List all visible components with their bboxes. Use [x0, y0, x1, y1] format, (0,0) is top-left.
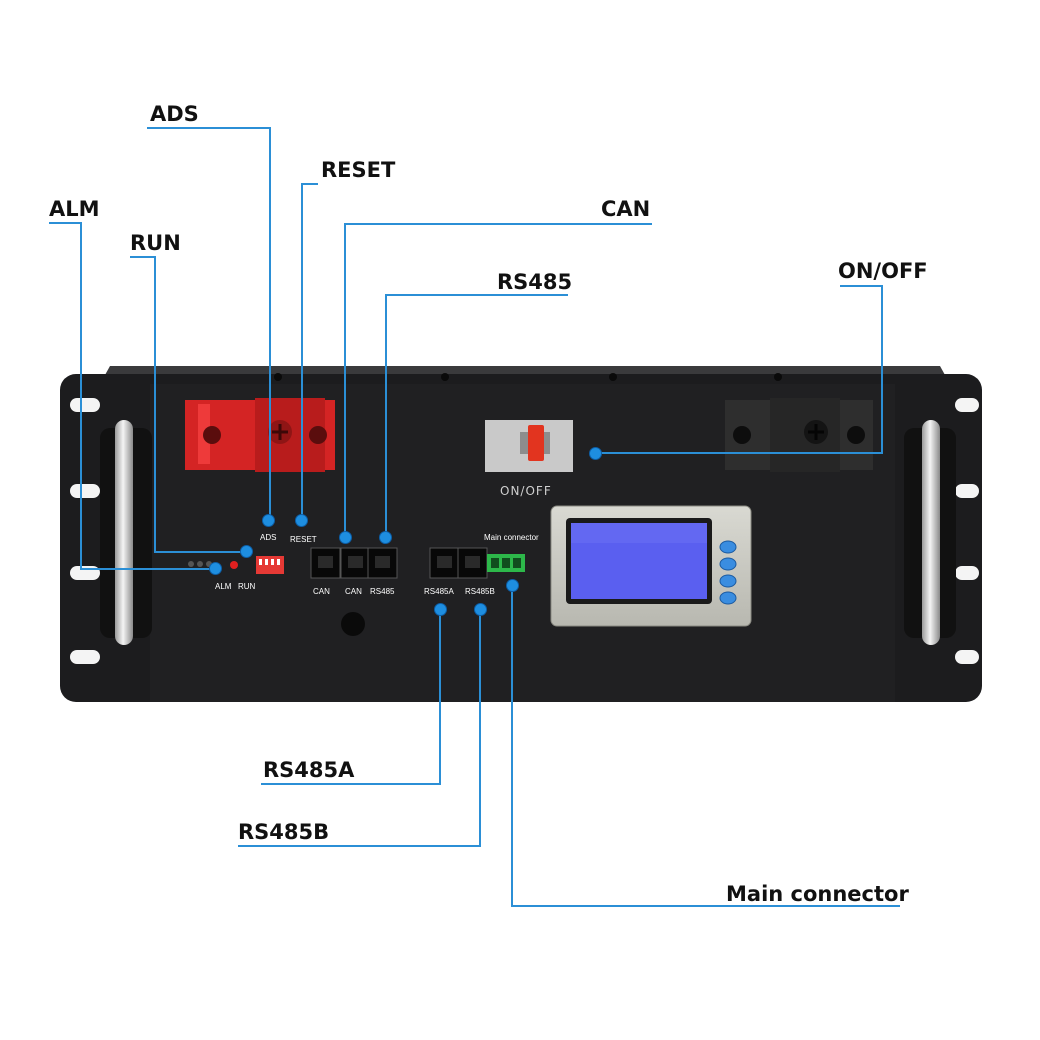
callout-label-rs485a: RS485A	[263, 758, 355, 782]
breaker-switch-icon[interactable]	[485, 420, 573, 472]
callout-dot-reset	[295, 514, 308, 527]
callout-dot-onoff	[589, 447, 602, 460]
lcd-display	[550, 505, 752, 627]
panel-label-rs485b: RS485B	[465, 587, 495, 596]
panel-label-can-1: CAN	[313, 587, 330, 596]
switch-legend: ON/OFF	[500, 484, 552, 498]
lcd-button-icon[interactable]	[719, 540, 737, 605]
rj45-port-icon[interactable]	[310, 547, 488, 579]
switch-off-label: OFF	[525, 484, 552, 498]
switch-on-label: ON	[500, 484, 521, 498]
callout-dot-run	[240, 545, 253, 558]
positive-terminal-icon	[185, 398, 335, 472]
handle-icon[interactable]	[100, 420, 956, 645]
callout-dot-rs485a	[434, 603, 447, 616]
callout-label-alm: ALM	[49, 197, 100, 221]
panel-label-run: RUN	[238, 582, 256, 591]
indicator-leds	[188, 561, 238, 569]
dip-switch-icon[interactable]	[256, 556, 284, 574]
panel-label-main-connector: Main connector	[484, 533, 539, 542]
main-connector-block[interactable]	[487, 554, 525, 572]
callout-label-rs485b: RS485B	[238, 820, 330, 844]
rack-ear-slots	[70, 398, 979, 664]
callout-dot-rs485	[379, 531, 392, 544]
callout-dot-alm	[209, 562, 222, 575]
panel-label-can-2: CAN	[345, 587, 362, 596]
negative-terminal-icon	[725, 398, 873, 472]
callout-dot-ads	[262, 514, 275, 527]
callout-label-onoff: ON/OFF	[838, 259, 928, 283]
screw-holes	[274, 373, 782, 636]
callout-label-run: RUN	[130, 231, 181, 255]
callout-label-can: CAN	[601, 197, 651, 221]
callout-dot-can	[339, 531, 352, 544]
callout-dot-main-connector	[506, 579, 519, 592]
callout-dot-rs485b	[474, 603, 487, 616]
callout-label-rs485: RS485	[497, 270, 573, 294]
panel-label-alm: ALM	[215, 582, 232, 591]
panel-label-ads: ADS	[260, 533, 277, 542]
panel-label-rs485: RS485	[370, 587, 395, 596]
callout-label-main-connector: Main connector	[726, 882, 909, 906]
panel-label-reset: RESET	[290, 535, 317, 544]
panel-label-rs485a: RS485A	[424, 587, 454, 596]
callout-label-reset: RESET	[321, 158, 396, 182]
callout-leader-lines	[49, 127, 900, 907]
callout-label-ads: ADS	[150, 102, 199, 126]
